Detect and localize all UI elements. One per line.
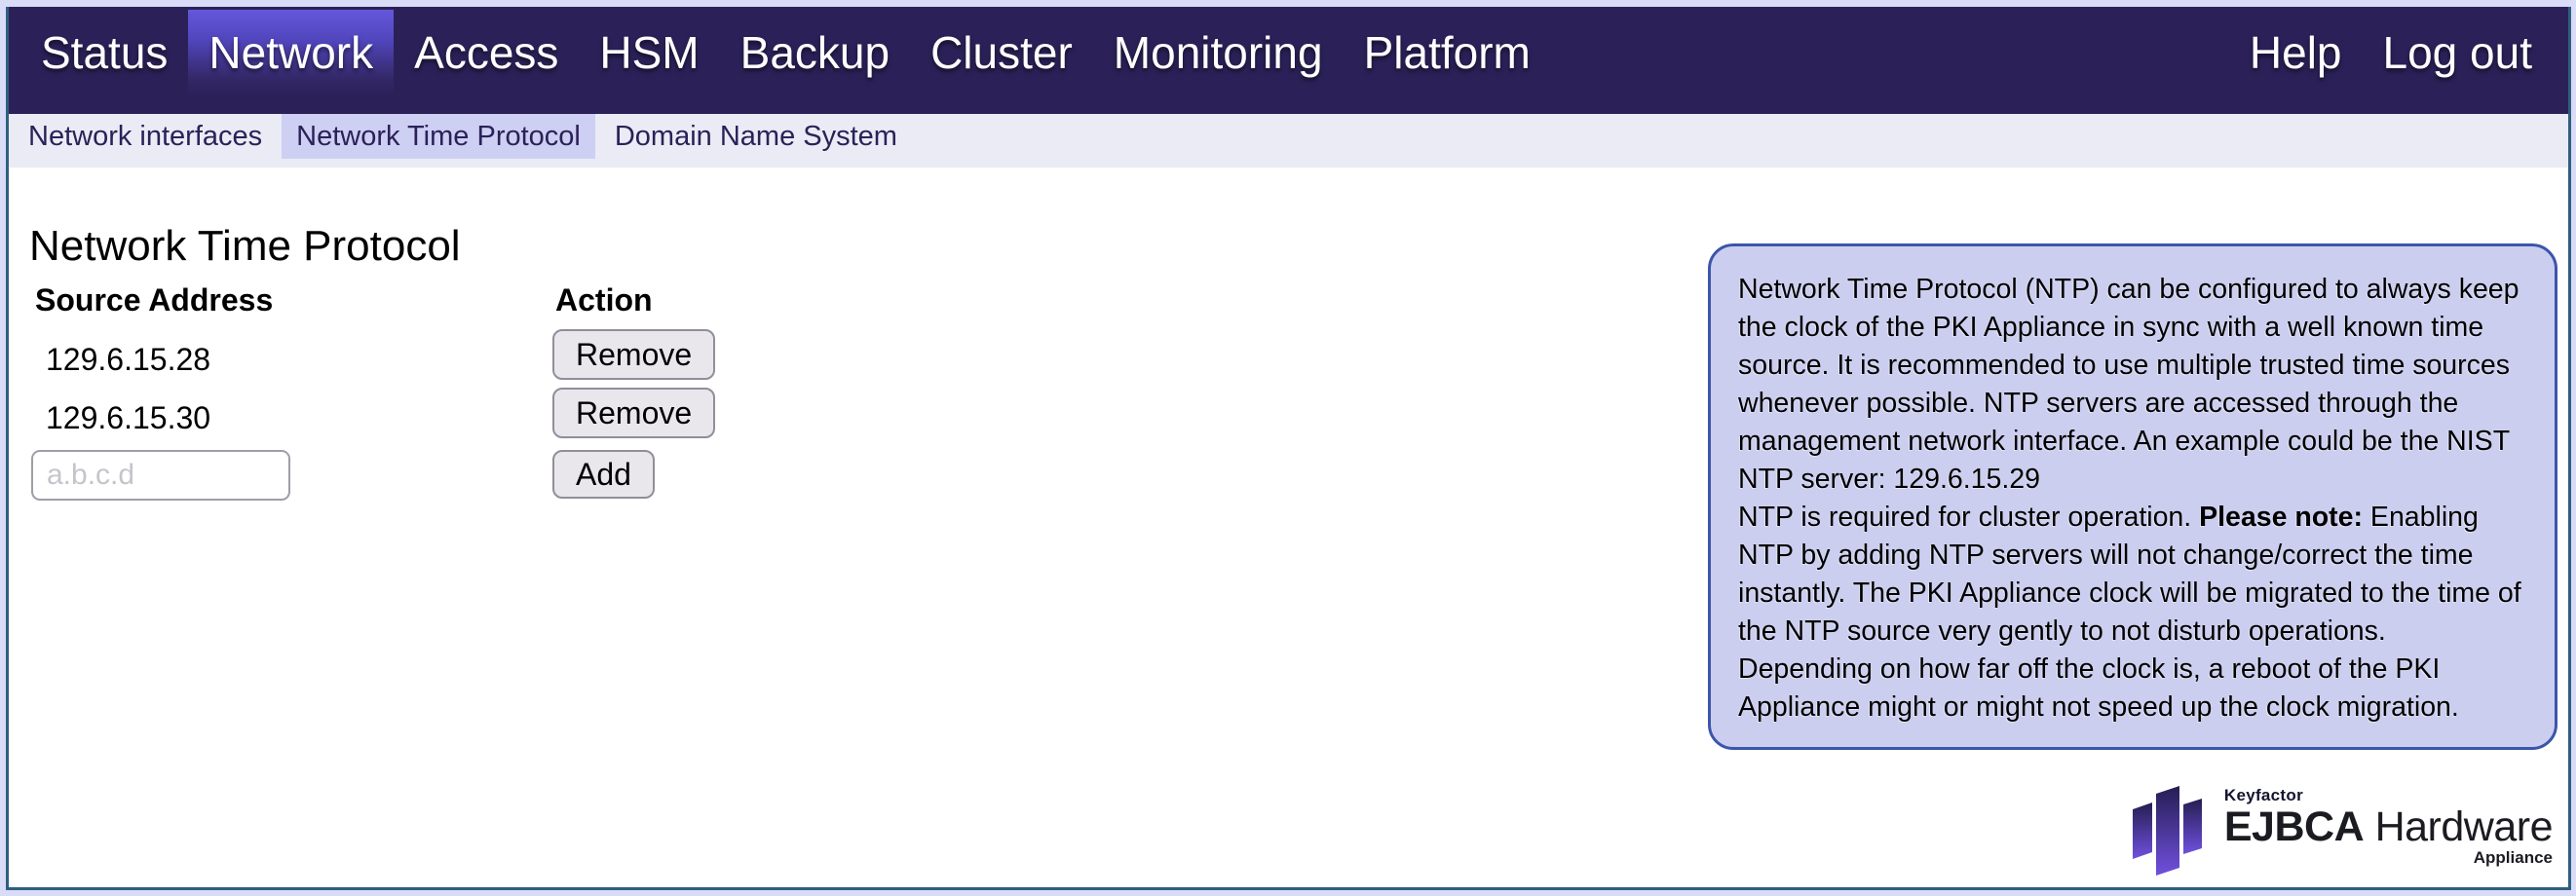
nav-item-logout[interactable]: Log out <box>2382 27 2532 78</box>
nav-item-cluster[interactable]: Cluster <box>930 27 1073 78</box>
infobox-paragraph-2-rest: Enabling NTP by adding NTP servers will … <box>1738 502 2521 723</box>
ntp-server-address: 129.6.15.30 <box>46 400 211 435</box>
logo-text: Keyfactor EJBCA Hardware Appliance <box>2223 786 2554 868</box>
new-ntp-server-input[interactable] <box>31 450 290 501</box>
logo-product-regular: Hardware <box>2364 803 2554 850</box>
keyfactor-bars-icon <box>2132 786 2202 876</box>
tab-network-time-protocol[interactable]: Network Time Protocol <box>282 114 595 159</box>
page-title: Network Time Protocol <box>29 222 461 270</box>
add-button[interactable]: Add <box>552 450 655 499</box>
ntp-help-infobox: Network Time Protocol (NTP) can be confi… <box>1708 243 2557 750</box>
infobox-paragraph-1: Network Time Protocol (NTP) can be confi… <box>1738 274 2519 495</box>
nav-item-backup[interactable]: Backup <box>739 27 890 78</box>
nav-item-platform[interactable]: Platform <box>1363 27 1531 78</box>
keyfactor-ejbca-logo: Keyfactor EJBCA Hardware Appliance <box>2129 778 2553 876</box>
logo-product: EJBCA Hardware <box>2223 803 2554 850</box>
nav-item-network[interactable]: Network <box>188 10 395 95</box>
nav-item-help[interactable]: Help <box>2249 27 2342 78</box>
logo-brand: Keyfactor <box>2223 786 2303 804</box>
top-nav: Status Network Access HSM Backup Cluster… <box>9 7 2568 114</box>
app-window: Status Network Access HSM Backup Cluster… <box>6 7 2571 890</box>
tab-domain-name-system[interactable]: Domain Name System <box>614 120 897 152</box>
logo-product-bold: EJBCA <box>2223 803 2365 850</box>
remove-button[interactable]: Remove <box>552 329 716 380</box>
remove-button[interactable]: Remove <box>552 388 716 438</box>
sub-nav: Network interfaces Network Time Protocol… <box>9 114 2568 168</box>
tab-network-interfaces[interactable]: Network interfaces <box>28 120 263 152</box>
column-header-action: Action <box>555 282 653 317</box>
infobox-please-note: Please note: <box>2199 502 2364 533</box>
logo-subtitle: Appliance <box>2473 848 2553 867</box>
nav-item-status[interactable]: Status <box>41 27 169 78</box>
main-content: Network Time Protocol Source Address Act… <box>9 168 2568 887</box>
column-header-source-address: Source Address <box>35 282 274 317</box>
nav-item-hsm[interactable]: HSM <box>599 27 700 78</box>
infobox-paragraph-2: NTP is required for cluster operation. <box>1738 502 2200 533</box>
ntp-server-address: 129.6.15.28 <box>46 342 211 377</box>
nav-item-access[interactable]: Access <box>414 27 559 78</box>
nav-item-monitoring[interactable]: Monitoring <box>1113 27 1323 78</box>
